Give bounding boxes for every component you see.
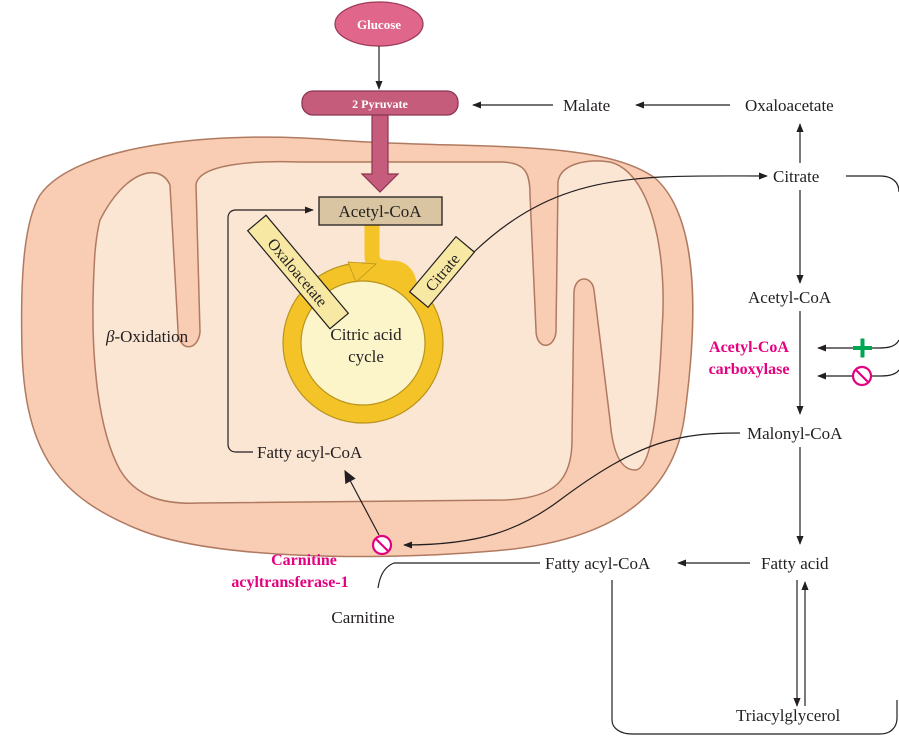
plus-icon (853, 339, 872, 358)
carnitine-inhibition-icon (373, 536, 391, 554)
acetyl-coa-carboxylase-label-line1: Acetyl-CoA (709, 339, 789, 356)
triacylglycerol-label: Triacylglycerol (736, 706, 840, 725)
carnitine-acyltransferase-label-line1: Carnitine (271, 552, 337, 569)
pyruvate-label: 2 Pyruvate (352, 97, 408, 111)
acetyl-coa-cyto-label: Acetyl-CoA (748, 288, 832, 307)
tca-label-line2: cycle (348, 347, 384, 366)
carnitine-label: Carnitine (331, 608, 394, 627)
citrate-cyto-label: Citrate (773, 167, 819, 186)
glucose-label: Glucose (357, 17, 401, 32)
oxaloacetate-cyto-label: Oxaloacetate (745, 96, 834, 115)
tca-label-line1: Citric acid (330, 325, 402, 344)
malate-label: Malate (563, 96, 610, 115)
malonyl-coa-label: Malonyl-CoA (747, 424, 843, 443)
fatty-acid-label: Fatty acid (761, 554, 829, 573)
beta-oxidation-label: β-Oxidation (105, 327, 189, 346)
citrate-bracket (846, 176, 899, 192)
acetyl-coa-carboxylase-label-line2: carboxylase (709, 361, 790, 378)
carnitine-link-curve (378, 563, 394, 588)
fatty-acyl-coa-cyto-label: Fatty acyl-CoA (545, 554, 651, 573)
acetyl-coa-mito-label: Acetyl-CoA (338, 202, 422, 221)
beta-oxidation-text: -Oxidation (114, 327, 188, 346)
fatty-acyl-coa-mito-label: Fatty acyl-CoA (257, 443, 363, 462)
carnitine-acyltransferase-label-line2: acyltransferase-1 (231, 574, 348, 591)
inhibition-icon (853, 367, 871, 385)
